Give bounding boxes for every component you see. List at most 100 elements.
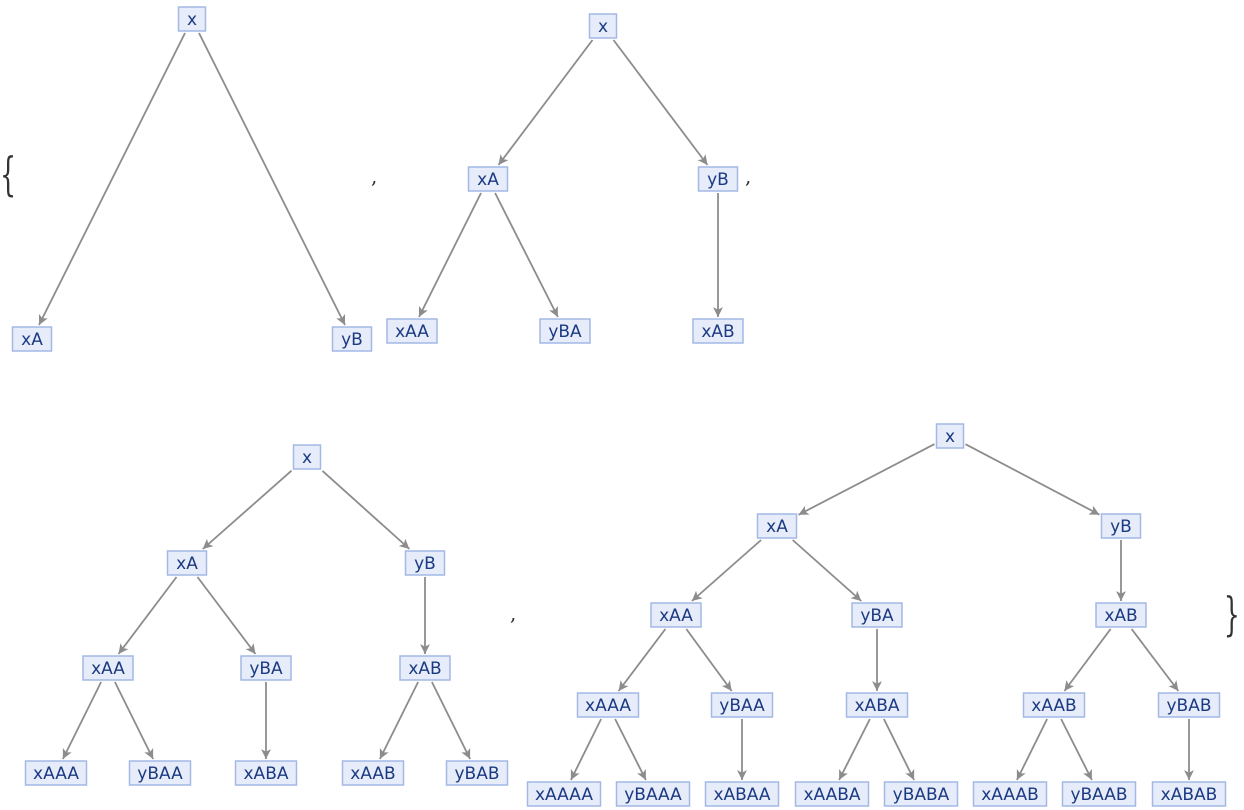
tree-node-yBABA: yBABA	[883, 781, 959, 807]
tree-node-yBAA: yBAA	[710, 692, 774, 718]
node-box	[845, 692, 909, 718]
node-box	[539, 318, 591, 344]
node-label: yBAB	[454, 764, 499, 784]
node-label: yBAAA	[624, 785, 682, 805]
edge-xA-to-yBA	[196, 576, 257, 655]
edge-x-to-yB	[965, 443, 1100, 516]
tree-node-xAAB: xAAB	[1022, 692, 1086, 718]
node-box	[615, 781, 691, 807]
node-label: xAAB	[350, 764, 395, 784]
node-box	[756, 513, 798, 539]
node-label: x	[945, 427, 955, 447]
node-box	[697, 166, 739, 192]
edge-xAA-to-xAAA	[617, 628, 667, 692]
node-box	[445, 760, 509, 786]
tree-node-xAB: xAB	[692, 318, 744, 344]
node-label: xAABA	[803, 785, 860, 805]
node-label: xAB	[1104, 606, 1137, 626]
node-box	[177, 6, 207, 32]
edge-xAAA-to-xAAAA	[570, 718, 602, 781]
node-label: yBAA	[719, 696, 765, 716]
edge-xAA-to-yBAA	[685, 628, 733, 692]
edge-x-to-yB	[321, 470, 411, 550]
edge-xABA-to-yBABA	[883, 718, 915, 781]
tree-node-yBAB: yBAB	[1157, 692, 1221, 718]
node-box	[331, 326, 373, 352]
tree-node-xA: xA	[166, 550, 208, 576]
node-box	[1151, 781, 1227, 807]
edge-xAA-to-yBAA	[114, 681, 154, 760]
tree-node-yB: yB	[697, 166, 739, 192]
node-label: xABAB	[1161, 785, 1218, 805]
tree-node-x: x	[935, 423, 965, 449]
node-label: yBAA	[137, 764, 183, 784]
tree-node-xAA: xAA	[386, 318, 438, 344]
node-box	[399, 655, 451, 681]
node-label: xAAAB	[981, 785, 1039, 805]
node-label: xAAA	[33, 764, 79, 784]
edge-xAAA-to-yBAAA	[614, 718, 647, 781]
node-label: xABA	[855, 696, 900, 716]
node-box	[404, 550, 446, 576]
tree-node-yB: yB	[331, 326, 373, 352]
node-box	[692, 318, 744, 344]
tree-node-xAA: xAA	[650, 602, 702, 628]
tree-node-xAAA: xAAA	[576, 692, 640, 718]
tree-node-xAABA: xAABA	[794, 781, 870, 807]
node-box	[526, 781, 602, 807]
edge-x-to-xA	[497, 39, 594, 166]
node-box	[1095, 602, 1147, 628]
node-label: x	[187, 10, 197, 30]
tree-node-xABAB: xABAB	[1151, 781, 1227, 807]
node-label: xAA	[659, 606, 693, 626]
node-label: xA	[176, 554, 198, 574]
node-box	[704, 781, 780, 807]
node-label: yB	[707, 170, 729, 190]
node-box	[710, 692, 774, 718]
edge-xA-to-yBA	[494, 192, 559, 318]
tree-node-xAAAB: xAAAB	[972, 781, 1048, 807]
tree-node-xA: xA	[756, 513, 798, 539]
tree-node-yBA: yBA	[851, 602, 903, 628]
node-label: xAAA	[585, 696, 631, 716]
node-box	[972, 781, 1048, 807]
tree-node-xAB: xAB	[399, 655, 451, 681]
edge-xAB-to-yBAB	[1130, 628, 1180, 692]
tree-node-x: x	[292, 444, 322, 470]
node-label: x	[598, 17, 608, 37]
node-box	[1061, 781, 1137, 807]
node-label: xAAB	[1031, 696, 1076, 716]
edge-xA-to-xAA	[691, 539, 762, 602]
edge-xAB-to-xAAB	[379, 681, 419, 760]
edge-x-to-xA	[38, 32, 186, 326]
tree-node-yBAAA: yBAAA	[615, 781, 691, 807]
tree-node-yB: yB	[1100, 513, 1142, 539]
node-box	[82, 655, 134, 681]
node-label: xABAA	[713, 785, 770, 805]
node-label: xA	[21, 330, 43, 350]
edge-xAB-to-yBAB	[431, 681, 471, 760]
node-label: yBAB	[1166, 696, 1211, 716]
node-box	[1100, 513, 1142, 539]
node-label: xAAAA	[535, 785, 593, 805]
tree-node-yBAA: yBAA	[128, 760, 192, 786]
node-box	[588, 13, 618, 39]
edge-x-to-yB	[198, 32, 346, 326]
node-label: yB	[414, 554, 436, 574]
node-box	[166, 550, 208, 576]
node-box	[1022, 692, 1086, 718]
edge-xA-to-yBA	[792, 539, 862, 602]
node-box	[341, 760, 405, 786]
node-box	[851, 602, 903, 628]
node-box	[794, 781, 870, 807]
tree-node-xABAA: xABAA	[704, 781, 780, 807]
edge-xAA-to-xAAA	[62, 681, 102, 760]
tree-node-xAA: xAA	[82, 655, 134, 681]
edge-xABA-to-xAABA	[838, 718, 871, 781]
node-label: yBABA	[893, 785, 950, 805]
list-close-brace: }	[1224, 588, 1240, 641]
tree-node-x: x	[588, 13, 618, 39]
